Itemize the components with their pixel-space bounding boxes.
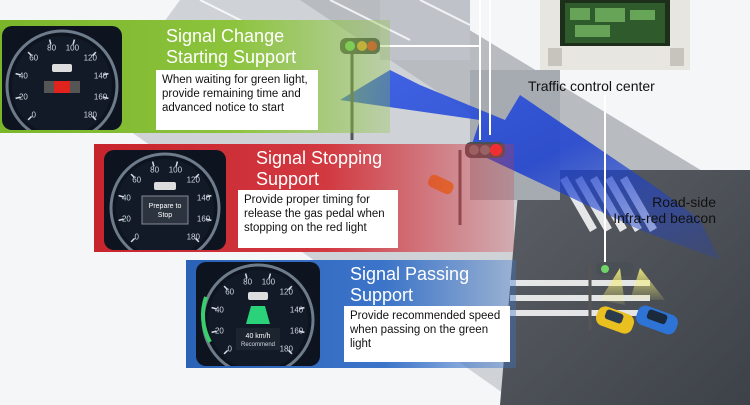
gauge-tick-mark <box>118 218 124 222</box>
gauge-center-line1: 40 km/h <box>246 333 271 340</box>
gauge-tick-mark <box>130 237 136 243</box>
traffic-signal-3 <box>588 262 634 330</box>
gauge-tick-mark <box>15 96 21 100</box>
gauge-tick-label: 60 <box>132 176 141 185</box>
gauge-tick-label: 160 <box>197 214 211 223</box>
panel-1-title: Signal Change Starting Support <box>166 26 297 67</box>
gauge-tick-label: 0 <box>31 110 36 119</box>
gauge-tick-mark <box>15 72 21 76</box>
gauge-tick-mark <box>48 39 52 45</box>
gauge-tick-mark <box>103 72 109 76</box>
gauge-tick-label: 180 <box>84 110 98 119</box>
gauge-tick-mark <box>206 194 212 198</box>
panel-2-title: Signal Stopping Support <box>256 148 383 189</box>
panel-1-description: When waiting for green light, provide re… <box>156 70 318 130</box>
gauge-tick-mark <box>268 273 272 279</box>
gauge-tick-label: 40 <box>215 306 224 315</box>
car-blue <box>636 305 678 335</box>
gauge-tick-mark <box>91 51 97 57</box>
gauge-tick-label: 60 <box>29 54 38 63</box>
gauge-tick-mark <box>299 306 305 310</box>
gauge-center-line1: Prepare to <box>149 203 182 210</box>
gauge-tick-mark <box>287 349 293 355</box>
gauge-tick-label: 120 <box>280 288 294 297</box>
gauge-tick-label: 40 <box>19 72 28 81</box>
traffic-center-building <box>540 0 690 70</box>
beacon-beams <box>600 268 665 305</box>
gauge-tick-label: 100 <box>169 165 183 174</box>
gauge-tick-label: 20 <box>215 326 224 335</box>
guidance-arrow <box>340 70 720 260</box>
gauge-tick-mark <box>175 161 179 167</box>
traffic-center-label: Traffic control center <box>528 78 655 94</box>
gauge-tick-label: 20 <box>122 214 131 223</box>
gauge-center-line2: Stop <box>158 212 173 219</box>
gauge-center-line2: Recommend <box>241 342 275 348</box>
beacon-label: Road-side Infra-red beacon <box>613 194 716 226</box>
gauge-tick-label: 100 <box>262 277 276 286</box>
gauge-tick-mark <box>72 39 76 45</box>
gauge-tick-mark <box>223 285 229 291</box>
gauge-tick-mark <box>194 173 200 179</box>
gauge-tick-mark <box>206 218 212 222</box>
gauge-tick-label: 40 <box>122 194 131 203</box>
gauge-tick-mark <box>91 115 97 121</box>
gauge-tick-mark <box>223 349 229 355</box>
gauge-tick-mark <box>151 161 155 167</box>
gauge-tick-mark <box>194 237 200 243</box>
panel-3-title: Signal Passing Support <box>350 264 470 305</box>
gauge-tick-mark <box>27 115 33 121</box>
panel-3-description: Provide recommended speed when passing o… <box>344 306 510 362</box>
gauge-tick-label: 120 <box>84 54 98 63</box>
communication-lines <box>380 0 606 270</box>
gauge-tick-label: 180 <box>280 344 294 353</box>
gauge-tick-label: 160 <box>290 326 304 335</box>
gauge-tick-label: 80 <box>150 165 159 174</box>
gauge-tick-mark <box>287 285 293 291</box>
gauge-tick-label: 80 <box>47 43 56 52</box>
gauge-tick-label: 140 <box>197 194 211 203</box>
gauge-tick-label: 0 <box>227 344 232 353</box>
gauge-tick-mark <box>103 96 109 100</box>
gauge-tick-label: 100 <box>66 43 80 52</box>
panel-2-description: Provide proper timing for release the ga… <box>238 190 398 248</box>
gauge-tick-mark <box>299 330 305 334</box>
gauge-tick-mark <box>118 194 124 198</box>
gauge-tick-label: 60 <box>225 288 234 297</box>
gauge-tick-label: 80 <box>243 277 252 286</box>
gauge-tick-mark <box>27 51 33 57</box>
gauge-tick-label: 20 <box>19 92 28 101</box>
gauge-tick-mark <box>130 173 136 179</box>
gauge-tick-mark <box>211 330 217 334</box>
car-yellow <box>595 306 635 334</box>
gauge-tick-label: 0 <box>134 232 139 241</box>
gauge-tick-label: 160 <box>94 92 108 101</box>
gauge-tick-mark <box>211 306 217 310</box>
gauge-tick-label: 140 <box>94 72 108 81</box>
gauge-tick-label: 140 <box>290 306 304 315</box>
gauge-tick-label: 180 <box>187 232 201 241</box>
gauge-tick-mark <box>244 273 248 279</box>
gauge-tick-label: 120 <box>187 176 201 185</box>
